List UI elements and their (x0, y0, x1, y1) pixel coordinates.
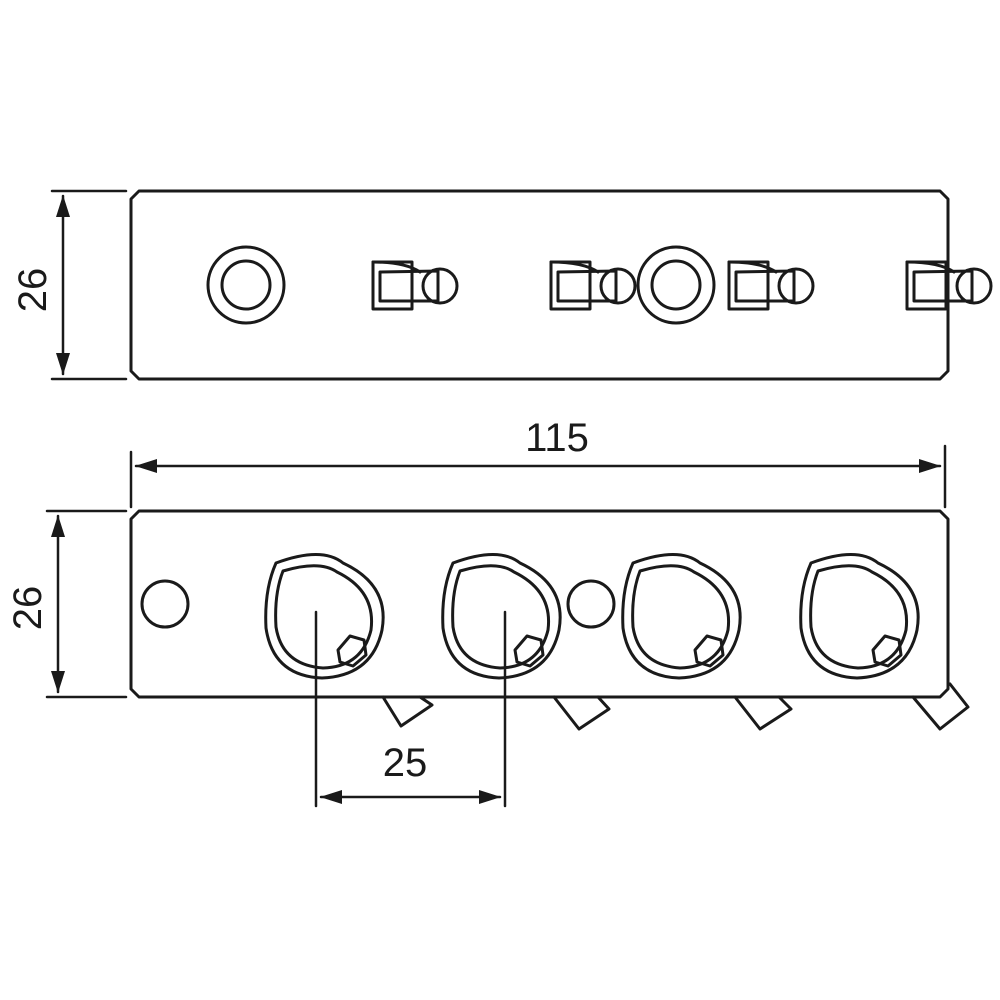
front-plate-outline (129, 509, 950, 699)
top-plate-outline (129, 189, 950, 381)
width-dimension (129, 444, 947, 509)
front-height-dimension (45, 509, 128, 699)
front-mounting-hole-left (140, 579, 190, 629)
top-hook-2 (549, 260, 637, 311)
pitch-label: 25 (383, 741, 428, 785)
top-height-dimension (50, 189, 128, 381)
top-hook-3 (727, 260, 815, 311)
top-height-label: 26 (11, 268, 55, 313)
front-mounting-hole-middle (566, 579, 616, 629)
top-mounting-hole-middle (636, 245, 716, 325)
front-view (129, 509, 970, 731)
width-label: 115 (525, 416, 589, 460)
front-hook-4 (799, 553, 970, 731)
top-mounting-hole-left (206, 245, 286, 325)
top-hook-1 (371, 260, 459, 311)
top-view (129, 189, 993, 381)
front-hook-2 (441, 553, 611, 731)
front-hook-3 (621, 553, 793, 731)
top-hook-4 (905, 260, 993, 311)
front-hook-1 (264, 553, 434, 728)
front-height-label: 26 (6, 586, 50, 631)
pitch-dimension (314, 610, 507, 808)
